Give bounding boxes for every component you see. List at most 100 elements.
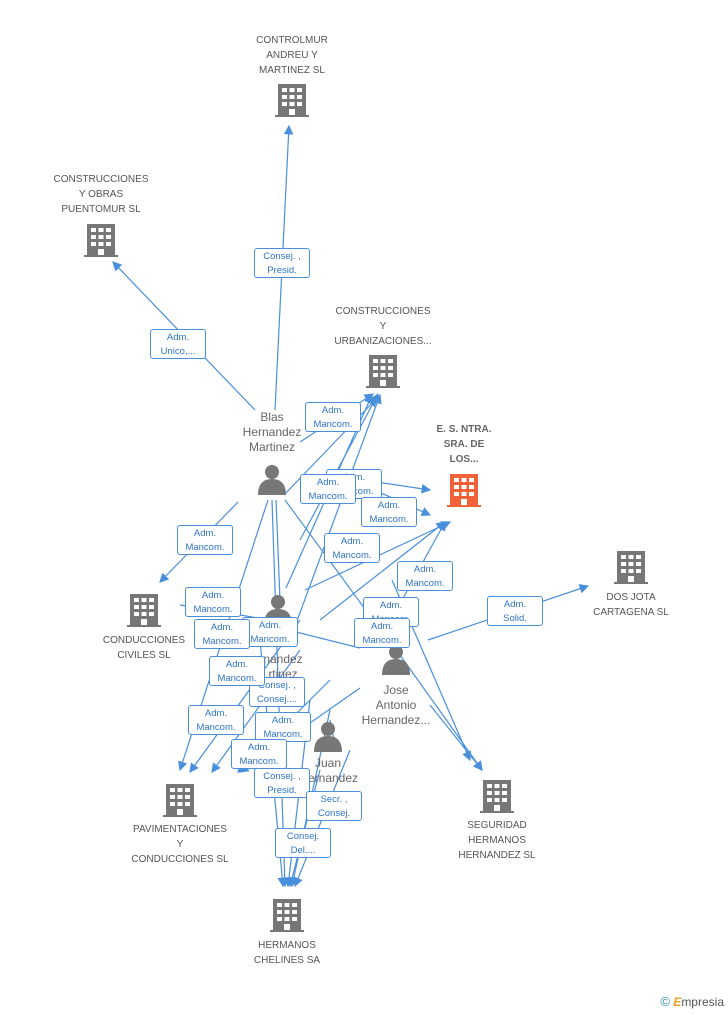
edge-role-label[interactable]: Adm. Mancom.	[242, 617, 298, 647]
edge-role-text: Adm.	[258, 620, 282, 631]
edge-role-label[interactable]: Adm.Mancom.	[209, 656, 265, 686]
edge-line	[211, 649, 301, 773]
edge-role-text: Mancom.	[196, 722, 236, 733]
brand-logo: © Empresia	[660, 994, 724, 1009]
person-label-line: ...ernandez	[297, 771, 359, 785]
person-label-line: Juan	[314, 756, 342, 770]
person-icon[interactable]	[382, 645, 410, 675]
edge-line	[283, 397, 378, 496]
company-label-line: HERNANDEZ SL	[458, 850, 536, 861]
person-label-line: Blas	[260, 410, 284, 424]
edge-role-text: Mancom.	[308, 491, 348, 502]
building-icon[interactable]	[480, 780, 514, 813]
edge-role-label[interactable]: Adm.Solid.	[487, 596, 543, 626]
edge-role-text: Mancom.	[362, 635, 402, 646]
edge-role-label[interactable]: Adm. Mancom.	[177, 525, 233, 555]
edge-role-text: Mancom.	[239, 756, 279, 767]
edge-role-text: Adm.	[316, 477, 340, 488]
company-label-line: PUENTOMUR SL	[61, 204, 141, 215]
building-icon[interactable]	[275, 84, 309, 117]
edge-role-label[interactable]: Adm.Mancom.	[188, 705, 244, 735]
edge-role-label[interactable]: Adm. Mancom.	[361, 497, 417, 527]
edge-role-label[interactable]: Secr. ,Consej.	[306, 791, 362, 821]
person-label-line: Martinez	[248, 440, 295, 454]
company-label-line: CONDUCCIONES SL	[131, 854, 229, 865]
edge-role-label[interactable]: Consej. , Presid.	[254, 248, 310, 278]
brand-initial: E	[673, 995, 682, 1009]
building-icon[interactable]	[270, 899, 304, 932]
edge-role-label[interactable]: Consej. Del....	[275, 828, 331, 858]
edge-role-text: Unico,...	[160, 346, 196, 357]
edge-role-label[interactable]: Adm. Unico,...	[150, 329, 206, 359]
company-label-line: HERMANOS	[258, 940, 316, 951]
edge-role-text: Consej. ,	[258, 680, 296, 691]
edge-role-text: Mancom.	[185, 542, 225, 553]
edge-role-text: Adm.	[370, 621, 394, 632]
edge-role-text: Presid.	[267, 785, 297, 796]
building-icon[interactable]	[447, 474, 481, 507]
company-label-chelines[interactable]: HERMANOS CHELINES SA	[222, 938, 352, 968]
building-icon[interactable]	[163, 784, 197, 817]
edge-role-text: Mancom.	[369, 514, 409, 525]
copyright-symbol: ©	[660, 994, 670, 1009]
edge-role-text: Del....	[290, 845, 316, 856]
edge-role-text: Adm.	[321, 405, 345, 416]
person-icon[interactable]	[314, 722, 342, 752]
edge-role-label[interactable]: Consej. , Presid.	[254, 768, 310, 798]
building-icon[interactable]	[127, 594, 161, 627]
edge-role-label[interactable]: Adm. Mancom.	[300, 474, 356, 504]
company-label-line: CONDUCCIONES	[102, 635, 186, 646]
edge-role-text: Adm.	[340, 536, 364, 547]
edge-role-text: Consej. ,	[263, 251, 301, 262]
person-label-line: Antonio	[375, 698, 417, 712]
edge-role-label[interactable]: Adm. Mancom.	[354, 618, 410, 648]
company-label-line: URBANIZACIONES...	[334, 336, 432, 347]
company-label-line: LOS...	[449, 454, 479, 465]
edge-role-text: Adm.	[377, 500, 401, 511]
edge-role-label[interactable]: Adm.Mancom.	[231, 739, 287, 769]
company-label-line: CONSTRUCCIONES	[335, 306, 431, 317]
company-label-line: CHELINES SA	[253, 955, 321, 966]
edge-role-text: Adm.	[193, 528, 217, 539]
company-label-line: Y OBRAS	[78, 189, 124, 200]
edge-role-text: Adm.	[379, 600, 403, 611]
edge-role-text: Mancom.	[250, 634, 290, 645]
edge-role-text: Consej.	[286, 831, 320, 842]
person-label-line: Hernandez	[242, 425, 302, 439]
brand-name: mpresia	[681, 995, 724, 1009]
edge-role-text: Adm.	[201, 590, 225, 601]
edge-line	[295, 631, 361, 649]
company-label-urbanizaciones[interactable]: CONSTRUCCIONES Y URBANIZACIONES...	[318, 304, 448, 349]
edge-role-label[interactable]: Adm.Mancom.	[305, 402, 361, 432]
edge-role-text: Presid.	[267, 265, 297, 276]
edge-role-text: Adm.	[166, 332, 190, 343]
edge-role-label[interactable]: Adm.Mancom.	[194, 619, 250, 649]
edge-role-text: Consej. ,	[263, 771, 301, 782]
building-icon[interactable]	[84, 224, 118, 257]
company-label-line: Y	[379, 321, 387, 332]
edge-role-text: Solid.	[503, 613, 527, 624]
company-label-line: DOS JOTA	[606, 592, 656, 603]
edge-line	[289, 393, 382, 641]
building-icon[interactable]	[614, 551, 648, 584]
edge-line	[299, 392, 379, 541]
company-label-line: E. S. NTRA.	[436, 424, 492, 435]
building-icon[interactable]	[366, 355, 400, 388]
edge-role-text: Mancom.	[202, 636, 242, 647]
edge-role-label[interactable]: Adm.Mancom.	[397, 561, 453, 591]
company-label-line: HERMANOS	[468, 835, 526, 846]
edge-role-text: Consej.	[317, 808, 351, 819]
edge-role-label[interactable]: Adm.Mancom.	[185, 587, 241, 617]
person-icon[interactable]	[258, 465, 286, 495]
edge-role-label[interactable]: Adm.Mancom.	[324, 533, 380, 563]
edge-role-label[interactable]: Adm.Mancom.	[255, 712, 311, 742]
